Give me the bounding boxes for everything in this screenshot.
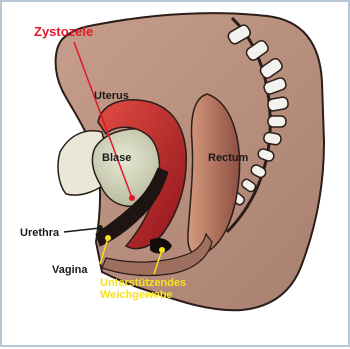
urethra-label: Urethra — [20, 227, 59, 239]
cystocele-label: Zystozele — [34, 26, 93, 38]
rectum-label: Rectum — [208, 152, 248, 164]
cystocele-dot — [129, 195, 135, 201]
uterus-label: Uterus — [94, 90, 129, 102]
vagina-dot — [105, 235, 111, 241]
urethra-dot — [97, 225, 103, 231]
support-dot — [159, 247, 165, 253]
vagina-label: Vagina — [52, 264, 87, 276]
bladder-label: Blase — [102, 152, 131, 164]
support-tissue-label-line2: Weichgewebe — [100, 289, 173, 301]
support-tissue-label-line1: Unterstützendes — [100, 277, 186, 289]
urethra-pointer — [64, 228, 100, 232]
